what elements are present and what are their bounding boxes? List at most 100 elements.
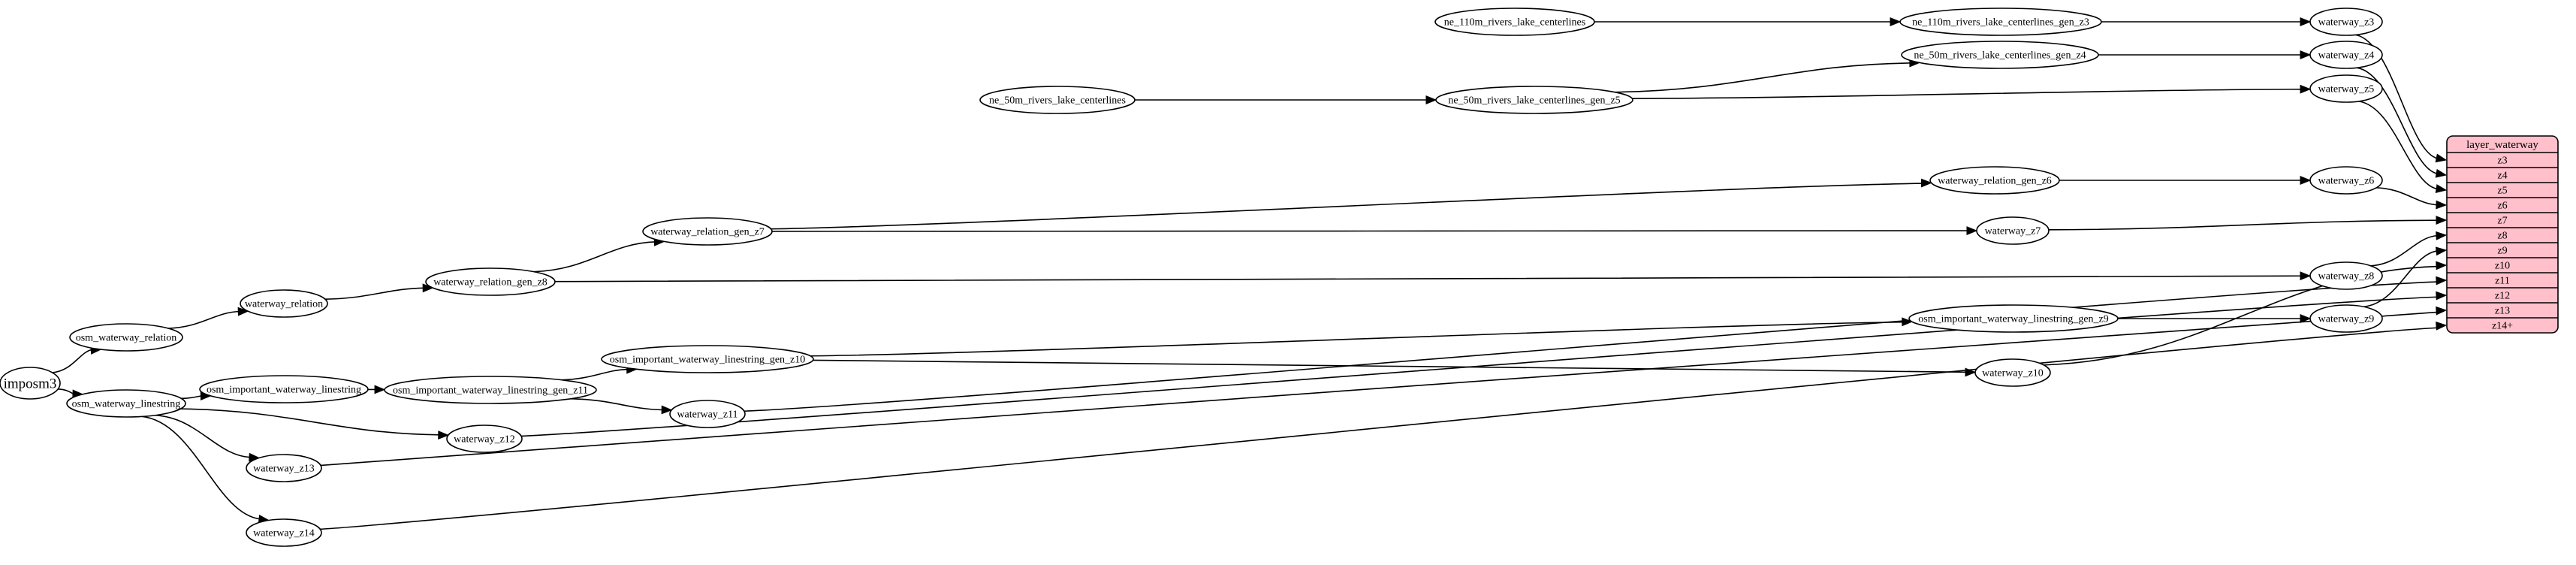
node-label: osm_waterway_relation — [76, 333, 177, 344]
edge-arrowhead — [374, 385, 386, 394]
edge-arrowhead — [2436, 306, 2448, 316]
node-ne_50m_rivers_lake_centerlines_gen_z4[interactable]: ne_50m_rivers_lake_centerlines_gen_z4 — [1901, 41, 2099, 69]
edge-arrowhead — [2436, 200, 2448, 210]
edge-arrowhead — [2300, 176, 2312, 185]
record-row-z6[interactable]: z6 — [2497, 201, 2507, 212]
edge-ne_50m_rivers_lake_centerlines_gen_z5-to-waterway_z5 — [1632, 89, 2303, 99]
record-row-z10[interactable]: z10 — [2495, 261, 2510, 272]
node-label: ne_110m_rivers_lake_centerlines — [1444, 17, 1585, 29]
node-ne_110m_rivers_lake_centerlines_gen_z3[interactable]: ne_110m_rivers_lake_centerlines_gen_z3 — [1899, 8, 2102, 36]
node-waterway_relation_gen_z8[interactable]: waterway_relation_gen_z8 — [425, 267, 556, 296]
node-ne_50m_rivers_lake_centerlines[interactable]: ne_50m_rivers_lake_centerlines — [979, 86, 1136, 114]
edge-arrowhead — [438, 431, 450, 440]
record-title: layer_waterway — [2466, 139, 2538, 151]
record-row-z4[interactable]: z4 — [2497, 171, 2507, 182]
node-shape — [1435, 86, 1633, 114]
edge-arrowhead — [1425, 95, 1437, 104]
node-waterway_relation[interactable]: waterway_relation — [240, 289, 328, 318]
node-waterway_z10[interactable]: waterway_z10 — [1974, 358, 2051, 387]
record-row-z9[interactable]: z9 — [2497, 246, 2507, 257]
edge-osm_important_waterway_linestring_gen_z11-to-waterway_z11 — [570, 397, 664, 411]
record-row-z3[interactable]: z3 — [2497, 156, 2507, 167]
node-shape — [2309, 166, 2383, 195]
edge-arrowhead — [2436, 321, 2448, 331]
edge-arrowhead — [1966, 226, 1978, 235]
record-row-z5[interactable]: z5 — [2497, 186, 2507, 197]
node-osm_important_waterway_linestring_gen_z9[interactable]: osm_important_waterway_linestring_gen_z9 — [1908, 304, 2119, 333]
node-imposm3[interactable]: imposm3 — [0, 367, 61, 400]
node-label: waterway_z6 — [2318, 176, 2375, 187]
edge-arrowhead — [2436, 276, 2448, 286]
edge-osm_important_waterway_linestring_gen_z10-to-waterway_z10 — [813, 359, 1968, 373]
node-osm_waterway_linestring[interactable]: osm_waterway_linestring — [66, 389, 186, 418]
edge-waterway_z5-to-layer_waterway-z5 — [2358, 101, 2439, 190]
node-ne_50m_rivers_lake_centerlines_gen_z5[interactable]: ne_50m_rivers_lake_centerlines_gen_z5 — [1435, 86, 1633, 114]
record-row-z12[interactable]: z12 — [2495, 291, 2510, 302]
edge-arrowhead — [1890, 17, 1902, 26]
record-node-layer: layer_waterway z3 z4 z5 z6 z7 z8 z9 z10 z11 z12 z13… — [2446, 135, 2559, 334]
node-shape — [1901, 41, 2099, 69]
edge-osm_important_waterway_linestring_gen_z10-to-osm_important_waterway_linestring_gen_z9 — [810, 321, 1904, 357]
record-node-layer-waterway[interactable] — [2446, 135, 2559, 334]
node-label: waterway_z3 — [2318, 17, 2375, 29]
node-label: waterway_relation_gen_z6 — [1938, 176, 2052, 187]
node-label: waterway_z12 — [454, 434, 515, 446]
edge-arrowhead — [2300, 50, 2312, 59]
node-waterway_relation_gen_z7[interactable]: waterway_relation_gen_z7 — [642, 217, 773, 246]
node-waterway_z3[interactable]: waterway_z3 — [2309, 8, 2383, 36]
node-ne_110m_rivers_lake_centerlines[interactable]: ne_110m_rivers_lake_centerlines — [1434, 8, 1595, 36]
record-row-z14+[interactable]: z14+ — [2492, 321, 2513, 332]
node-waterway_z13[interactable]: waterway_z13 — [246, 454, 322, 482]
edge-ne_50m_rivers_lake_centerlines_gen_z5-to-ne_50m_rivers_lake_centerlines_gen_z4 — [1615, 62, 1911, 93]
edge-imposm3-to-osm_waterway_linestring — [58, 388, 75, 395]
node-osm_important_waterway_linestring_gen_z11[interactable]: osm_important_waterway_linestring_gen_z1… — [384, 376, 597, 404]
node-waterway_z11[interactable]: waterway_z11 — [669, 400, 746, 428]
node-shape — [384, 376, 597, 404]
node-waterway_z8[interactable]: waterway_z8 — [2309, 261, 2383, 290]
node-waterway_z7[interactable]: waterway_z7 — [1976, 216, 2050, 245]
node-shape — [669, 400, 746, 428]
edge-arrowhead — [2436, 291, 2448, 301]
edge-osm_waterway_linestring-to-osm_important_waterway_linestring — [181, 395, 203, 400]
edge-waterway_relation_gen_z7-to-waterway_relation_gen_z6 — [771, 183, 1923, 230]
edge-arrowhead — [2436, 231, 2448, 240]
edge-waterway_z6-to-layer_waterway-z6 — [2376, 187, 2439, 206]
node-shape — [2309, 74, 2383, 103]
node-label: waterway_relation_gen_z8 — [433, 277, 547, 289]
node-label: ne_50m_rivers_lake_centerlines_gen_z5 — [1448, 95, 1620, 107]
record-row-z13[interactable]: z13 — [2495, 306, 2510, 317]
record-row-z8[interactable]: z8 — [2497, 231, 2507, 242]
node-waterway_z14[interactable]: waterway_z14 — [246, 518, 322, 547]
node-osm_waterway_relation[interactable]: osm_waterway_relation — [69, 323, 183, 352]
node-label: waterway_z11 — [677, 409, 738, 421]
record-row-z11[interactable]: z11 — [2495, 276, 2510, 287]
node-waterway_z4[interactable]: waterway_z4 — [2309, 41, 2383, 69]
node-waterway_relation_gen_z6[interactable]: waterway_relation_gen_z6 — [1929, 166, 2060, 195]
node-shape — [0, 367, 61, 400]
record-row-z7[interactable]: z7 — [2497, 216, 2507, 227]
edge-osm_waterway_linestring-to-waterway_z13 — [155, 414, 252, 458]
node-waterway_z5[interactable]: waterway_z5 — [2309, 74, 2383, 103]
node-waterway_z9[interactable]: waterway_z9 — [2309, 304, 2383, 333]
node-label: ne_110m_rivers_lake_centerlines_gen_z3 — [1912, 17, 2089, 29]
edge-waterway_z12-to-layer_waterway-z12 — [520, 296, 2439, 437]
node-osm_important_waterway_linestring[interactable]: osm_important_waterway_linestring — [199, 375, 369, 403]
node-label: waterway_relation — [245, 299, 323, 310]
edge-osm_waterway_linestring-to-waterway_z14 — [142, 415, 261, 520]
node-label: waterway_z9 — [2318, 314, 2375, 325]
node-shape — [246, 454, 322, 482]
edge-arrowhead — [2300, 84, 2312, 94]
edge-waterway_z4-to-layer_waterway-z4 — [2357, 67, 2439, 175]
edge-arrowhead — [2435, 184, 2448, 193]
edge-waterway_z7-to-layer_waterway-z7 — [2048, 219, 2439, 231]
node-waterway_z6[interactable]: waterway_z6 — [2309, 166, 2383, 195]
node-label: osm_waterway_linestring — [72, 399, 181, 410]
node-waterway_z12[interactable]: waterway_z12 — [446, 425, 523, 453]
edge-arrowhead — [2435, 153, 2448, 163]
edge-waterway_relation_gen_z8-to-waterway_relation_gen_z7 — [533, 241, 656, 273]
node-osm_important_waterway_linestring_gen_z10[interactable]: osm_important_waterway_linestring_gen_z1… — [601, 345, 814, 373]
node-label: ne_50m_rivers_lake_centerlines — [989, 95, 1126, 107]
node-label: imposm3 — [4, 376, 57, 392]
